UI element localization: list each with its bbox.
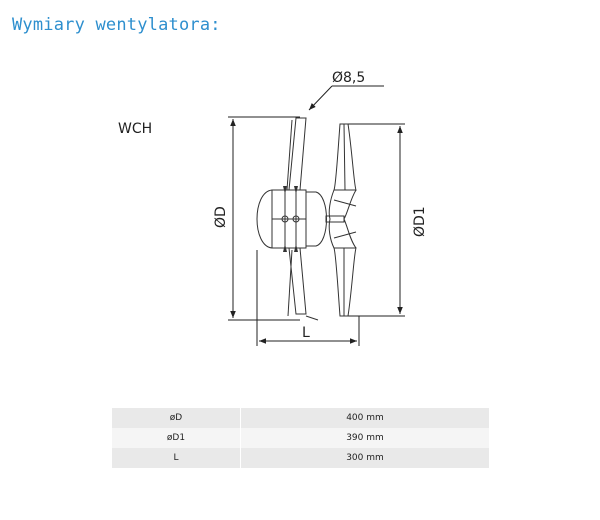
length-label: L bbox=[302, 325, 310, 341]
page-heading: Wymiary wentylatora: bbox=[12, 15, 221, 35]
diameter-label: ØD bbox=[213, 206, 229, 228]
value-cell: 300 mm bbox=[240, 448, 489, 468]
model-label: WCH bbox=[118, 121, 152, 137]
fan-shaft bbox=[325, 215, 345, 223]
value-cell: 400 mm bbox=[240, 408, 489, 428]
table-row: L 300 mm bbox=[112, 448, 489, 468]
param-cell: øD1 bbox=[112, 428, 241, 448]
fan-dimensions-table: øD 400 mm øD1 390 mm L 300 mm bbox=[112, 408, 489, 468]
fan-dimension-drawing: WCH Ø8,5 ØD ØD1 L bbox=[118, 70, 428, 346]
fan-motor bbox=[256, 189, 327, 249]
param-cell: øD bbox=[112, 408, 241, 428]
hole-leader-arrow bbox=[308, 85, 333, 111]
value-cell: 390 mm bbox=[240, 428, 489, 448]
fan-impeller bbox=[328, 123, 357, 317]
table-row: øD1 390 mm bbox=[112, 428, 489, 448]
hole-diameter-label: Ø8,5 bbox=[332, 70, 365, 86]
motor-bolts bbox=[283, 186, 298, 252]
param-cell: L bbox=[112, 448, 241, 468]
diameter1-label: ØD1 bbox=[412, 206, 428, 237]
table-row: øD 400 mm bbox=[112, 408, 489, 428]
